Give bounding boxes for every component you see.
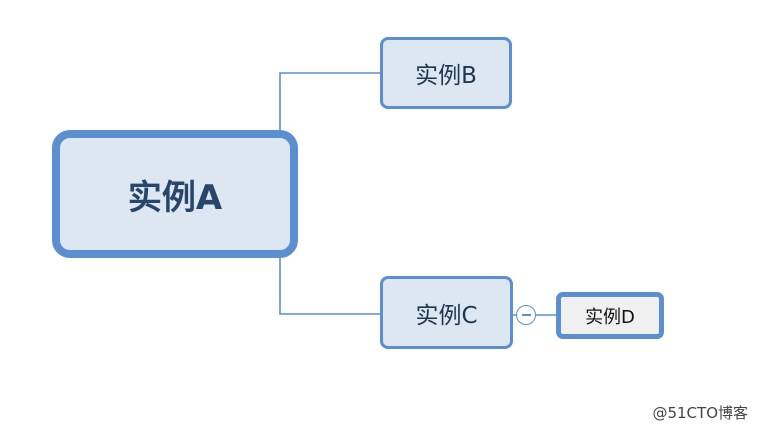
node-root-label: 实例A	[127, 177, 223, 218]
node-child-c-label: 实例C	[415, 302, 478, 329]
node-child-b-label: 实例B	[415, 63, 477, 89]
connector-root-to-b	[279, 72, 380, 130]
node-child-b[interactable]: 实例B	[380, 37, 512, 109]
minus-circle-icon[interactable]	[516, 305, 536, 325]
node-grandchild-d[interactable]: 实例D	[556, 292, 664, 339]
watermark: @51CTO博客	[652, 404, 748, 422]
connector-root-to-c	[279, 258, 380, 315]
node-child-c[interactable]: 实例C	[380, 276, 513, 349]
node-grandchild-d-label: 实例D	[585, 306, 635, 328]
minus-bar	[521, 314, 531, 316]
node-root[interactable]: 实例A	[52, 130, 298, 258]
